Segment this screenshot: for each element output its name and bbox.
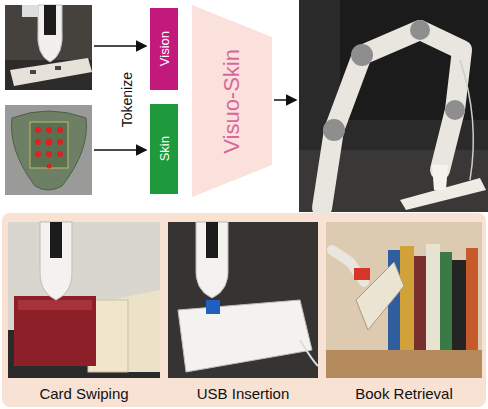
node-text: Visuo-Skin [219,49,245,154]
trapezoid-fill [192,5,272,197]
label-box: Tokenize [117,40,137,160]
node-text: Vision [157,31,172,66]
task-label: USB Insertion [197,385,290,402]
label-box: USB Insertion [168,382,318,404]
node-text: Skin [157,136,172,161]
card-photo [8,222,160,378]
step-label: Tokenize [119,72,135,127]
token-bar: Vision [150,8,178,90]
skin-photo [5,105,92,195]
model-trapezoid: Visuo-Skin [192,5,272,197]
task-label: Book Retrieval [355,385,453,402]
input-arrow [94,149,146,151]
input-arrow [94,45,146,47]
robot-photo [299,0,488,212]
book-photo [326,222,482,378]
token-bar: Skin [150,104,178,194]
task-label: Card Swiping [39,385,128,402]
label-box: Card Swiping [8,382,160,404]
task-band [2,213,486,407]
vision-photo [5,5,92,90]
output-arrow [274,99,296,101]
label-box: Book Retrieval [326,382,482,404]
usb-photo [168,222,318,378]
